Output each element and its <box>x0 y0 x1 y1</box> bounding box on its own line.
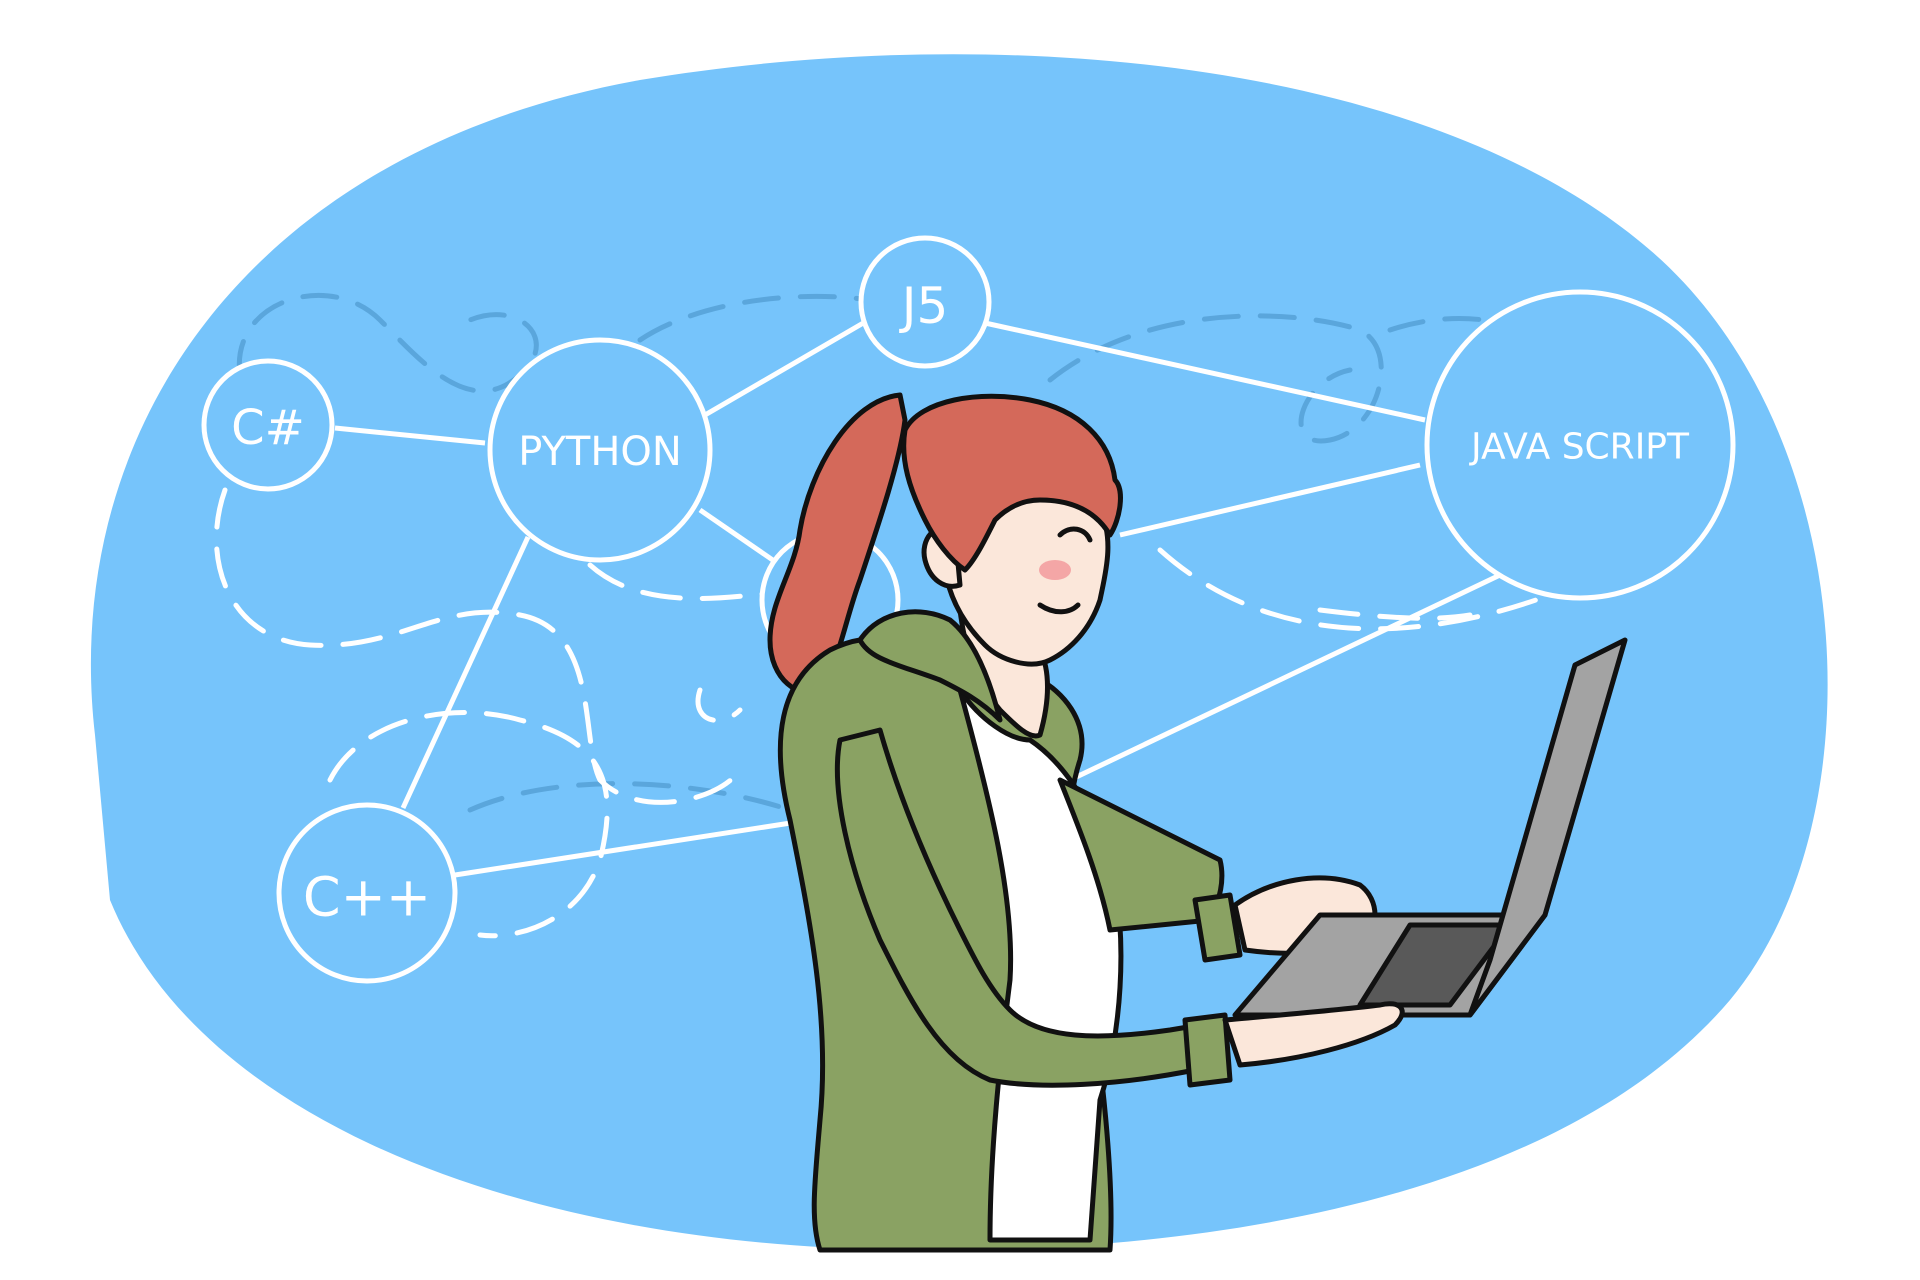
node-j5: J5 <box>858 235 992 369</box>
smile <box>1037 602 1081 615</box>
language-nodes: C# PYTHON J5 JAVA SCRIPT C++ <box>201 235 1736 984</box>
node-links <box>334 319 1502 878</box>
front-hand <box>1222 1001 1405 1068</box>
back-arm-sleeve <box>1057 777 1225 933</box>
ponytail <box>767 392 908 695</box>
node-label-javascript: JAVA SCRIPT <box>1469 427 1690 468</box>
node-label-cpp: C++ <box>303 866 431 929</box>
node-csharp: C# <box>201 358 335 492</box>
node-label-csharp: C# <box>231 400 305 456</box>
blush <box>1039 560 1071 580</box>
node-javascript: JAVA SCRIPT <box>1424 289 1736 601</box>
front-cuff <box>1182 1012 1233 1088</box>
node-cpp: C++ <box>276 802 458 984</box>
laptop-screen <box>1467 637 1628 1018</box>
woman-with-laptop-icon <box>767 392 1628 1253</box>
eye <box>1057 526 1093 543</box>
node-label-python: PYTHON <box>518 429 682 475</box>
node-python: PYTHON <box>487 337 713 563</box>
front-arm-sleeve <box>834 727 1203 1088</box>
node-label-j5: J5 <box>899 277 949 335</box>
hair <box>901 393 1123 573</box>
back-cuff <box>1192 892 1243 963</box>
hood-collar <box>857 609 1003 723</box>
